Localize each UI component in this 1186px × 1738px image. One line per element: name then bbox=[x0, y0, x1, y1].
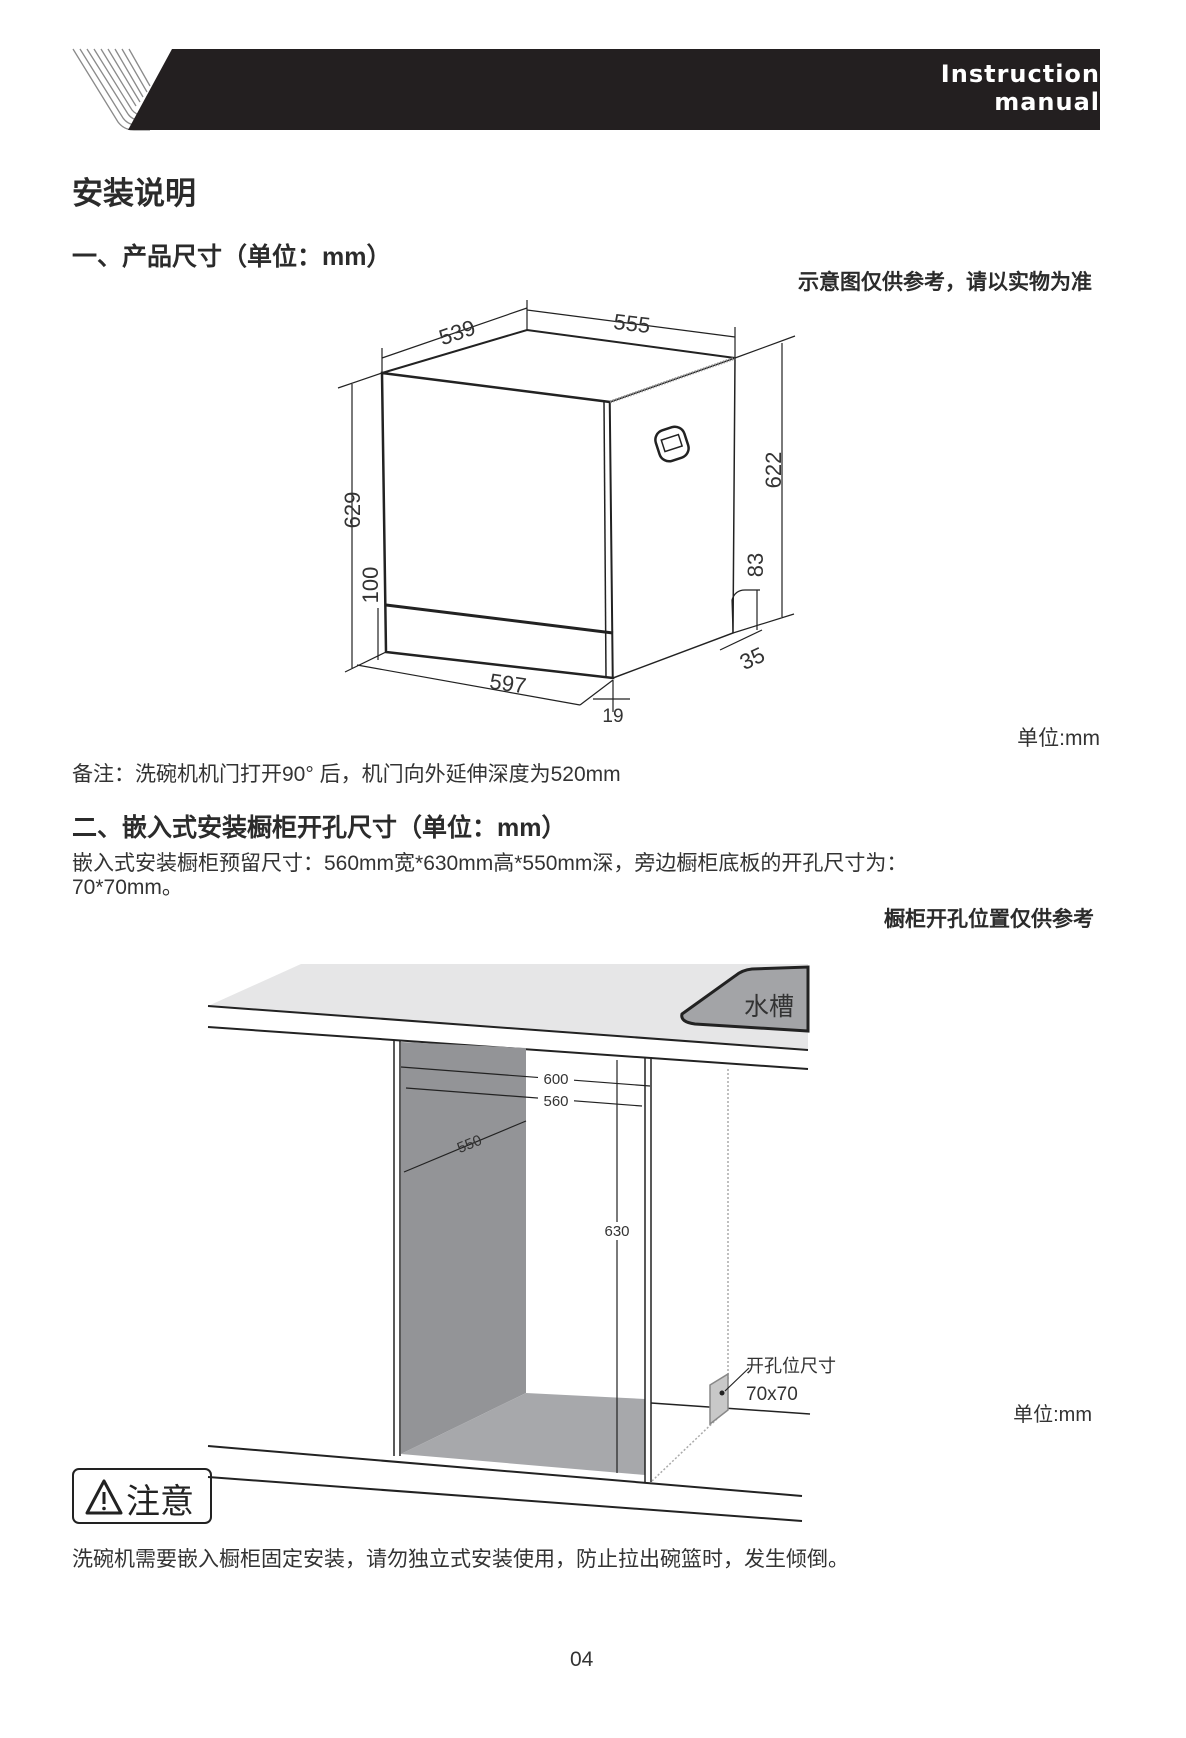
hole-label: 开孔位尺寸 bbox=[746, 1356, 836, 1376]
door-bottom-line bbox=[385, 603, 614, 635]
header-title-line1: Instruction bbox=[940, 60, 1100, 88]
hole-icon bbox=[709, 1372, 729, 1426]
dim-555: 555 bbox=[612, 309, 651, 338]
dim-622: 622 bbox=[761, 452, 786, 489]
warning-triangle-icon bbox=[85, 1479, 123, 1515]
dim-600: 600 bbox=[543, 1071, 568, 1088]
countertop bbox=[208, 964, 808, 1050]
cabinet-side-wall bbox=[401, 1042, 526, 1454]
page-title: 安装说明 bbox=[72, 176, 196, 211]
dim-19: 19 bbox=[602, 706, 623, 727]
caution-badge: 注意 bbox=[72, 1468, 212, 1524]
dim-630: 630 bbox=[604, 1223, 629, 1240]
brand-v-logo bbox=[72, 48, 1100, 131]
page-number: 04 bbox=[570, 1648, 594, 1671]
section2-description-line1: 嵌入式安装橱柜预留尺寸：560mm宽*630mm高*550mm深，旁边橱柜底板的… bbox=[72, 852, 908, 875]
dim-83: 83 bbox=[743, 553, 768, 577]
section1-remark: 备注：洗碗机机门打开90° 后，机门向外延伸深度为520mm bbox=[72, 763, 621, 786]
dim-100: 100 bbox=[358, 567, 383, 604]
section2-description: 嵌入式安装橱柜预留尺寸：560mm宽*630mm高*550mm深，旁边橱柜底板的… bbox=[72, 852, 907, 900]
control-knob-icon bbox=[654, 425, 690, 463]
caution-text: 洗碗机需要嵌入橱柜固定安装，请勿独立式安装使用，防止拉出碗篮时，发生倾倒。 bbox=[72, 1548, 849, 1571]
header-title: Instruction manual bbox=[941, 60, 1100, 116]
section1-heading: 一、产品尺寸（单位：mm） bbox=[72, 243, 392, 271]
section1-disclaimer: 示意图仅供参考，请以实物为准 bbox=[798, 271, 1092, 294]
sink-label: 水槽 bbox=[744, 993, 794, 1021]
section2-description-line2: 70*70mm。 bbox=[72, 876, 183, 899]
section1-unit: 单位:mm bbox=[1017, 727, 1100, 750]
header-title-line2: manual bbox=[994, 88, 1100, 116]
section2-unit: 单位:mm bbox=[1013, 1404, 1092, 1426]
cabinet-cutout-diagram: 水槽 600 560 550 630 开孔位尺寸 70x70 bbox=[207, 964, 836, 1522]
dim-629: 629 bbox=[340, 492, 365, 529]
dim-560: 560 bbox=[543, 1093, 568, 1110]
cabinet-floor bbox=[401, 1393, 645, 1475]
caution-label: 注意 bbox=[126, 1483, 194, 1521]
dishwasher-dimension-diagram: 539 555 629 100 597 622 83 35 19 bbox=[337, 300, 796, 727]
section2-heading: 二、嵌入式安装橱柜开孔尺寸（单位：mm） bbox=[72, 814, 567, 842]
dim-597: 597 bbox=[488, 669, 528, 699]
sink bbox=[680, 965, 810, 1033]
hole-size: 70x70 bbox=[746, 1384, 798, 1405]
section2-disclaimer: 橱柜开孔位置仅供参考 bbox=[884, 908, 1094, 931]
